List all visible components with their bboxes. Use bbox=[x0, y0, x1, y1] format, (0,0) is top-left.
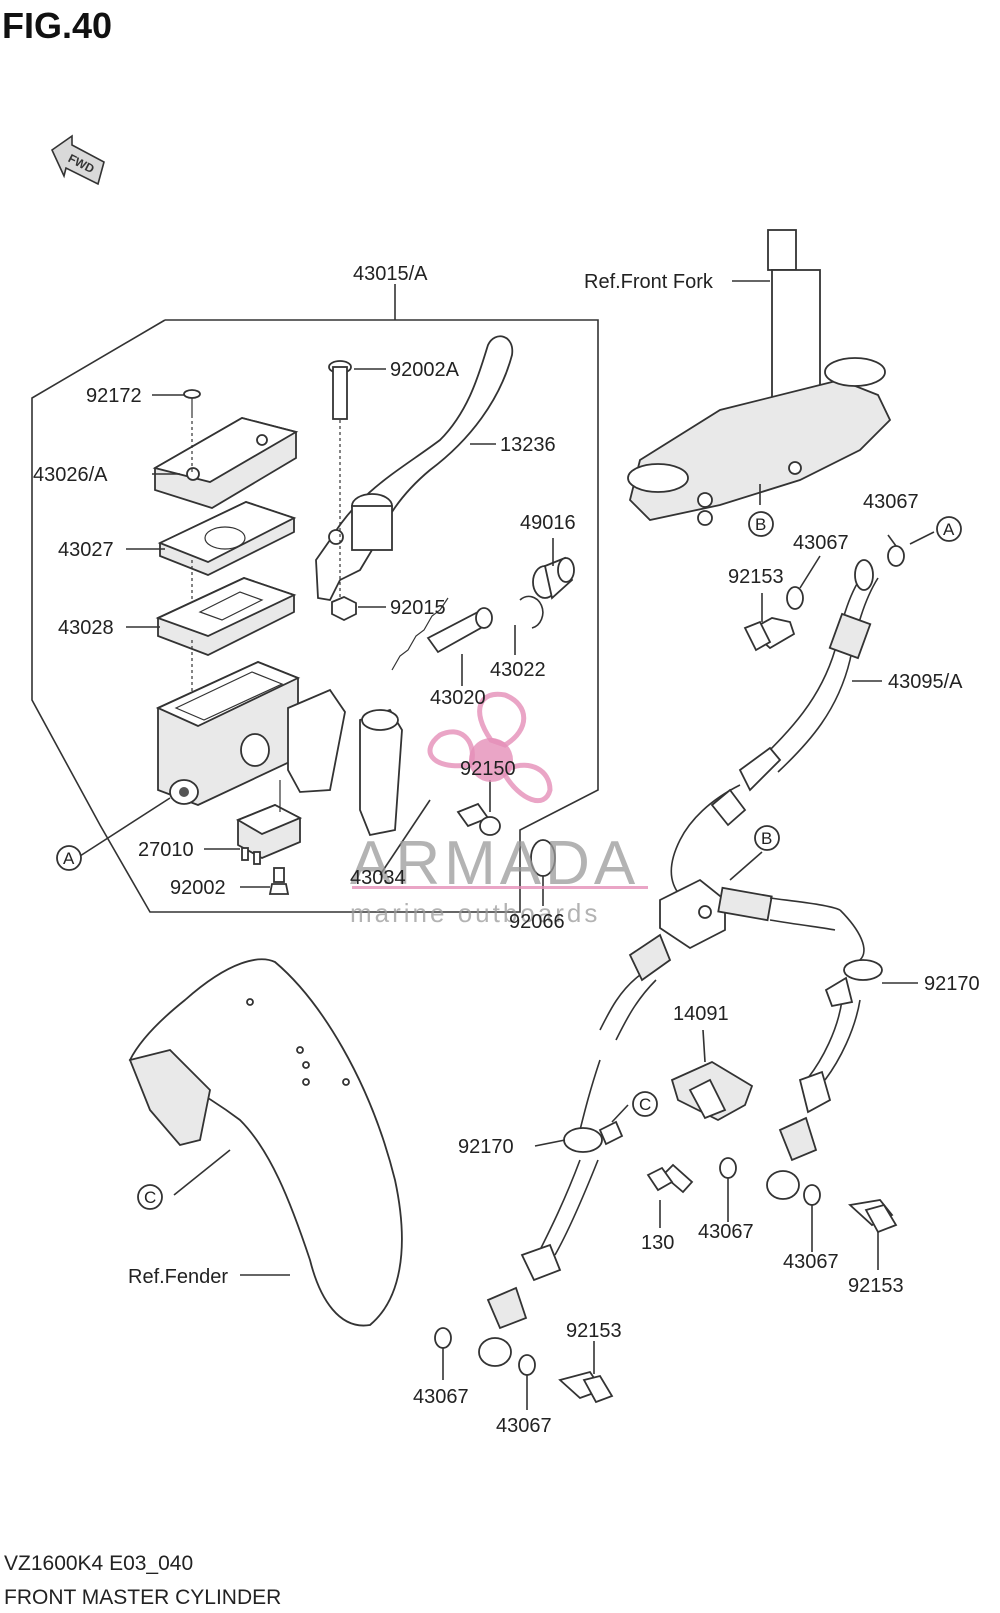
svg-text:C: C bbox=[639, 1095, 651, 1114]
brake-hose-left bbox=[478, 933, 672, 1367]
diaphragm-plate bbox=[157, 501, 297, 615]
callout-92002: 92002 bbox=[170, 877, 226, 899]
callout-13236: 13236 bbox=[500, 434, 556, 456]
connector-b-hose: B bbox=[754, 825, 780, 851]
callout-43067-top-right: 43067 bbox=[863, 491, 919, 513]
callout-49016: 49016 bbox=[520, 512, 576, 534]
callout-92172: 92172 bbox=[86, 385, 142, 407]
callout-ref-fender: Ref.Fender bbox=[128, 1266, 228, 1288]
callout-43022: 43022 bbox=[490, 659, 546, 681]
watermark: ARMADA marine outboards bbox=[350, 691, 648, 928]
hose-clamp bbox=[670, 1060, 754, 1122]
master-cylinder-body bbox=[155, 661, 403, 837]
leader-lines bbox=[79, 280, 935, 1410]
callout-92002a: 92002A bbox=[390, 359, 460, 381]
front-fender bbox=[128, 958, 403, 1327]
callout-92153-mid: 92153 bbox=[848, 1275, 904, 1297]
brake-hose-upper bbox=[670, 559, 879, 906]
svg-text:A: A bbox=[63, 849, 75, 868]
fwd-arrow-icon: FWD bbox=[50, 134, 105, 186]
svg-text:A: A bbox=[943, 520, 955, 539]
callout-92170-left: 92170 bbox=[458, 1136, 514, 1158]
washers bbox=[434, 545, 905, 1376]
svg-text:B: B bbox=[755, 515, 766, 534]
callout-labels: 43015/A 92002A 92172 13236 43026/A 43027… bbox=[33, 263, 980, 1437]
callout-43067-bot-b: 43067 bbox=[496, 1415, 552, 1437]
master-cylinder-assembly-frame bbox=[31, 284, 599, 913]
banjo-fitting-right bbox=[824, 959, 883, 1008]
callout-43028: 43028 bbox=[58, 617, 114, 639]
propeller-logo bbox=[427, 691, 553, 804]
callout-92150: 92150 bbox=[460, 758, 516, 780]
banjo-bolts bbox=[558, 617, 898, 1404]
connector-c-hose: C bbox=[632, 1091, 658, 1117]
diaphragm bbox=[155, 577, 297, 700]
watermark-tagline: marine outboards bbox=[350, 898, 600, 928]
bolt-92150 bbox=[456, 802, 501, 836]
callout-43026a: 43026/A bbox=[33, 464, 108, 486]
screw-92172 bbox=[183, 389, 201, 475]
callout-43067-bot-a: 43067 bbox=[413, 1386, 469, 1408]
model-code: VZ1600K4 E03_040 bbox=[4, 1552, 193, 1575]
callout-43095a: 43095/A bbox=[888, 671, 963, 693]
connector-c-fender: C bbox=[137, 1184, 163, 1210]
callout-43020: 43020 bbox=[430, 687, 486, 709]
figure-title: FIG.40 bbox=[2, 5, 112, 46]
screw-92002 bbox=[268, 867, 290, 895]
callout-43067-top-mid: 43067 bbox=[793, 532, 849, 554]
bolt-130 bbox=[646, 1163, 694, 1194]
section-name: FRONT MASTER CYLINDER bbox=[4, 1586, 281, 1609]
callout-43034: 43034 bbox=[350, 867, 406, 889]
callout-92153-bottom: 92153 bbox=[566, 1320, 622, 1342]
reservoir-cap bbox=[152, 417, 299, 509]
connector-b-top: B bbox=[748, 511, 774, 537]
callout-ref-front-fork: Ref.Front Fork bbox=[584, 271, 714, 293]
front-fork-steering-stem bbox=[627, 229, 892, 526]
callout-27010: 27010 bbox=[138, 839, 194, 861]
connector-a-right: A bbox=[936, 516, 962, 542]
connector-a-left: A bbox=[56, 845, 82, 871]
svg-text:B: B bbox=[761, 829, 772, 848]
callout-43067-mid-a: 43067 bbox=[698, 1221, 754, 1243]
callout-92015: 92015 bbox=[390, 597, 446, 619]
callout-43015a: 43015/A bbox=[353, 263, 428, 285]
banjo-fitting-left bbox=[563, 1120, 624, 1153]
callout-43067-mid-b: 43067 bbox=[783, 1251, 839, 1273]
dust-boot bbox=[532, 556, 575, 600]
callout-43027: 43027 bbox=[58, 539, 114, 561]
callout-130: 130 bbox=[641, 1232, 674, 1254]
callout-14091: 14091 bbox=[673, 1003, 729, 1025]
callout-92153-top: 92153 bbox=[728, 566, 784, 588]
svg-text:C: C bbox=[144, 1188, 156, 1207]
callout-92066: 92066 bbox=[509, 911, 565, 933]
callout-92170-right: 92170 bbox=[924, 973, 980, 995]
brake-lever bbox=[315, 335, 514, 601]
piston-assembly bbox=[391, 597, 493, 671]
pivot-bolt bbox=[328, 360, 352, 600]
nut-92015 bbox=[331, 596, 357, 622]
brake-hose-right bbox=[717, 886, 865, 1200]
brake-light-switch bbox=[235, 780, 303, 865]
hose-joint bbox=[659, 878, 726, 950]
circlip bbox=[519, 595, 544, 629]
